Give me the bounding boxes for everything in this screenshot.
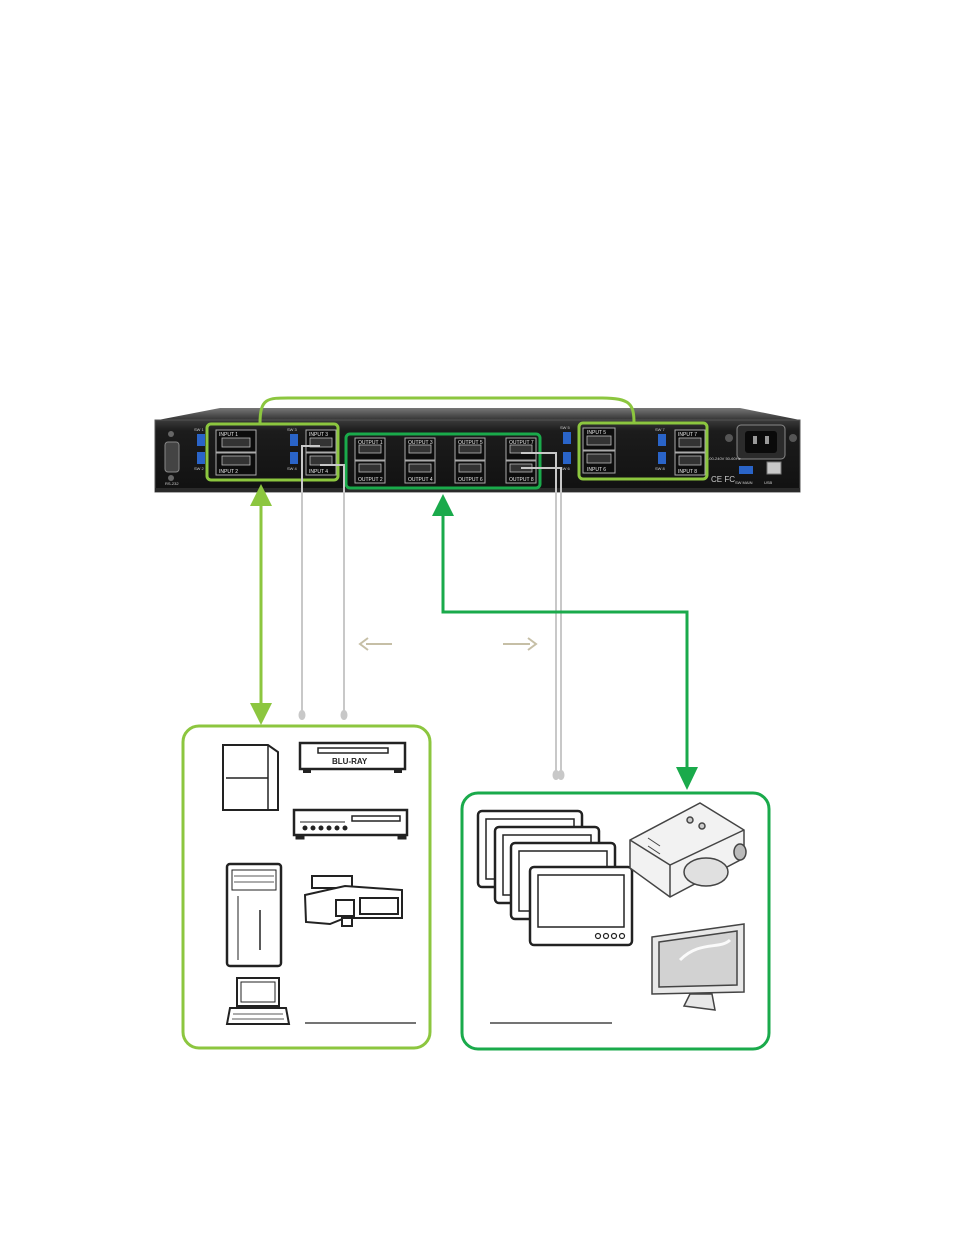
source-cables — [298, 445, 348, 720]
input-1-label: INPUT 1 — [219, 432, 238, 438]
usb-label: USB — [764, 480, 773, 485]
ac-power-inlet[interactable] — [725, 424, 797, 460]
dip-switch-sw4[interactable] — [290, 452, 298, 464]
sw8-label: SW 8 — [655, 466, 666, 471]
input-6-label: INPUT 6 — [587, 467, 606, 473]
input-2-label: INPUT 2 — [219, 469, 238, 475]
input-group-highlight — [205, 396, 709, 482]
flat-panel-display-icon — [651, 923, 745, 1011]
hdmi-input-3[interactable]: INPUT 3 — [305, 429, 337, 453]
output-connection-arrow — [432, 494, 698, 790]
hdmi-input-7[interactable]: INPUT 7 — [674, 429, 706, 453]
output-6-label: OUTPUT 6 — [458, 477, 483, 483]
input-8-label: INPUT 8 — [678, 469, 697, 475]
sw1-label: SW 1 — [194, 427, 205, 432]
hdmi-output-3[interactable]: OUTPUT 3 — [404, 437, 436, 461]
source-devices-box — [181, 724, 432, 1050]
hdmi-input-1[interactable]: INPUT 1 — [215, 429, 257, 453]
dip-switch-sw7[interactable] — [658, 434, 666, 446]
hdmi-input-2[interactable]: INPUT 2 — [215, 452, 257, 476]
game-console-icon — [222, 744, 279, 811]
output-1-label: OUTPUT 1 — [358, 440, 383, 446]
sw7-label: SW 7 — [655, 427, 666, 432]
direction-arrow-right — [503, 637, 538, 651]
output-2-label: OUTPUT 2 — [358, 477, 383, 483]
hdmi-output-2[interactable]: OUTPUT 2 — [354, 460, 386, 484]
desktop-computer-icon — [225, 862, 283, 968]
laptop-icon — [225, 977, 291, 1025]
hdmi-input-5[interactable]: INPUT 5 — [582, 427, 616, 451]
sw-main-label: SW MAIN — [735, 480, 753, 485]
sw2-label: SW 2 — [194, 466, 205, 471]
hdmi-output-6[interactable]: OUTPUT 6 — [454, 460, 486, 484]
power-rating-label: 100-240V 50-60Hz — [707, 456, 741, 461]
dip-switch-sw5[interactable] — [563, 432, 571, 444]
display-devices-box — [460, 791, 771, 1051]
dip-switch-sw6[interactable] — [563, 452, 571, 464]
projector-icon — [629, 802, 747, 898]
dip-switch-sw8[interactable] — [658, 452, 666, 464]
ce-fc-marks: CE FC — [711, 475, 735, 484]
output-8-label: OUTPUT 8 — [509, 477, 534, 483]
output-7-label: OUTPUT 7 — [509, 440, 534, 446]
camcorder-icon — [303, 875, 403, 927]
usb-port[interactable] — [766, 461, 782, 475]
dip-switch-sw1[interactable] — [197, 434, 205, 446]
blu-ray-label: BLU-RAY — [332, 757, 368, 766]
sw6-label: SW 6 — [560, 466, 571, 471]
hdmi-input-8[interactable]: INPUT 8 — [674, 452, 706, 476]
dip-switch-sw2[interactable] — [197, 452, 205, 464]
dip-switch-sw3[interactable] — [290, 434, 298, 446]
sw-main-switch[interactable] — [739, 466, 753, 474]
hdmi-input-6[interactable]: INPUT 6 — [582, 450, 616, 474]
input-7-label: INPUT 7 — [678, 432, 697, 438]
hdmi-output-8[interactable]: OUTPUT 8 — [505, 460, 537, 484]
sw3-label: SW 3 — [287, 427, 298, 432]
sw5-label: SW 5 — [560, 425, 571, 430]
display-cables — [521, 452, 565, 780]
input-5-label: INPUT 5 — [587, 430, 606, 436]
direction-arrow-left — [358, 637, 392, 651]
output-3-label: OUTPUT 3 — [408, 440, 433, 446]
sw4-label: SW 4 — [287, 466, 298, 471]
input-connection-arrow — [250, 484, 272, 725]
output-group-highlight — [344, 432, 542, 490]
blu-ray-player-icon: BLU-RAY — [298, 741, 407, 773]
output-5-label: OUTPUT 5 — [458, 440, 483, 446]
output-4-label: OUTPUT 4 — [408, 477, 433, 483]
rs232-label: RS-232 — [165, 481, 179, 486]
hdmi-output-4[interactable]: OUTPUT 4 — [404, 460, 436, 484]
monitor-stack-icon — [476, 809, 634, 947]
hdmi-output-7[interactable]: OUTPUT 7 — [505, 437, 537, 461]
dvd-player-icon — [292, 808, 409, 840]
hdmi-output-5[interactable]: OUTPUT 5 — [454, 437, 486, 461]
input-4-label: INPUT 4 — [309, 469, 328, 475]
input-3-label: INPUT 3 — [309, 432, 328, 438]
rs232-port: RS-232 — [164, 431, 180, 486]
hdmi-output-1[interactable]: OUTPUT 1 — [354, 437, 386, 461]
